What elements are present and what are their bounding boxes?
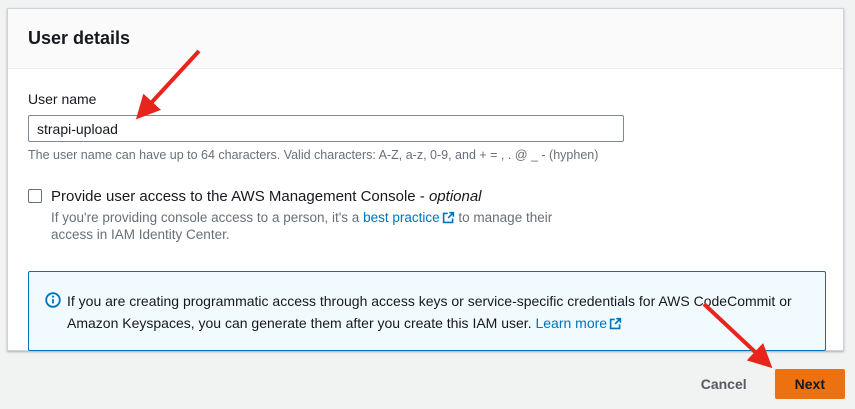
optional-suffix: optional (428, 188, 482, 205)
best-practice-link[interactable]: best practice (363, 210, 440, 225)
cancel-button[interactable]: Cancel (693, 369, 755, 399)
external-link-icon (609, 317, 622, 330)
console-access-label-text: Provide user access to the AWS Managemen… (51, 188, 425, 205)
console-access-checkbox[interactable] (28, 189, 42, 203)
user-name-input[interactable] (28, 115, 624, 142)
programmatic-access-alert: If you are creating programmatic access … (28, 271, 826, 351)
console-access-row: Provide user access to the AWS Managemen… (28, 187, 823, 206)
user-name-label: User name (28, 91, 97, 107)
description-before-link: If you're providing console access to a … (51, 210, 360, 225)
alert-text: If you are creating programmatic access … (67, 290, 807, 334)
user-name-constraint: The user name can have up to 64 characte… (28, 148, 599, 162)
info-icon (45, 292, 61, 308)
page-title: User details (28, 28, 131, 48)
console-access-label: Provide user access to the AWS Managemen… (51, 187, 482, 206)
next-button[interactable]: Next (774, 369, 845, 399)
learn-more-link[interactable]: Learn more (535, 315, 608, 331)
alert-message: If you are creating programmatic access … (67, 293, 792, 331)
card-body: User name The user name can have up to 6… (8, 69, 843, 351)
wizard-footer: Cancel Next (693, 369, 845, 399)
console-access-description: If you're providing console access to a … (51, 209, 596, 243)
user-details-card: User details User name The user name can… (7, 8, 844, 351)
description-after-link: to manage their access in IAM Identity C… (51, 210, 553, 242)
card-header: User details (8, 9, 843, 69)
external-link-icon (442, 211, 454, 224)
